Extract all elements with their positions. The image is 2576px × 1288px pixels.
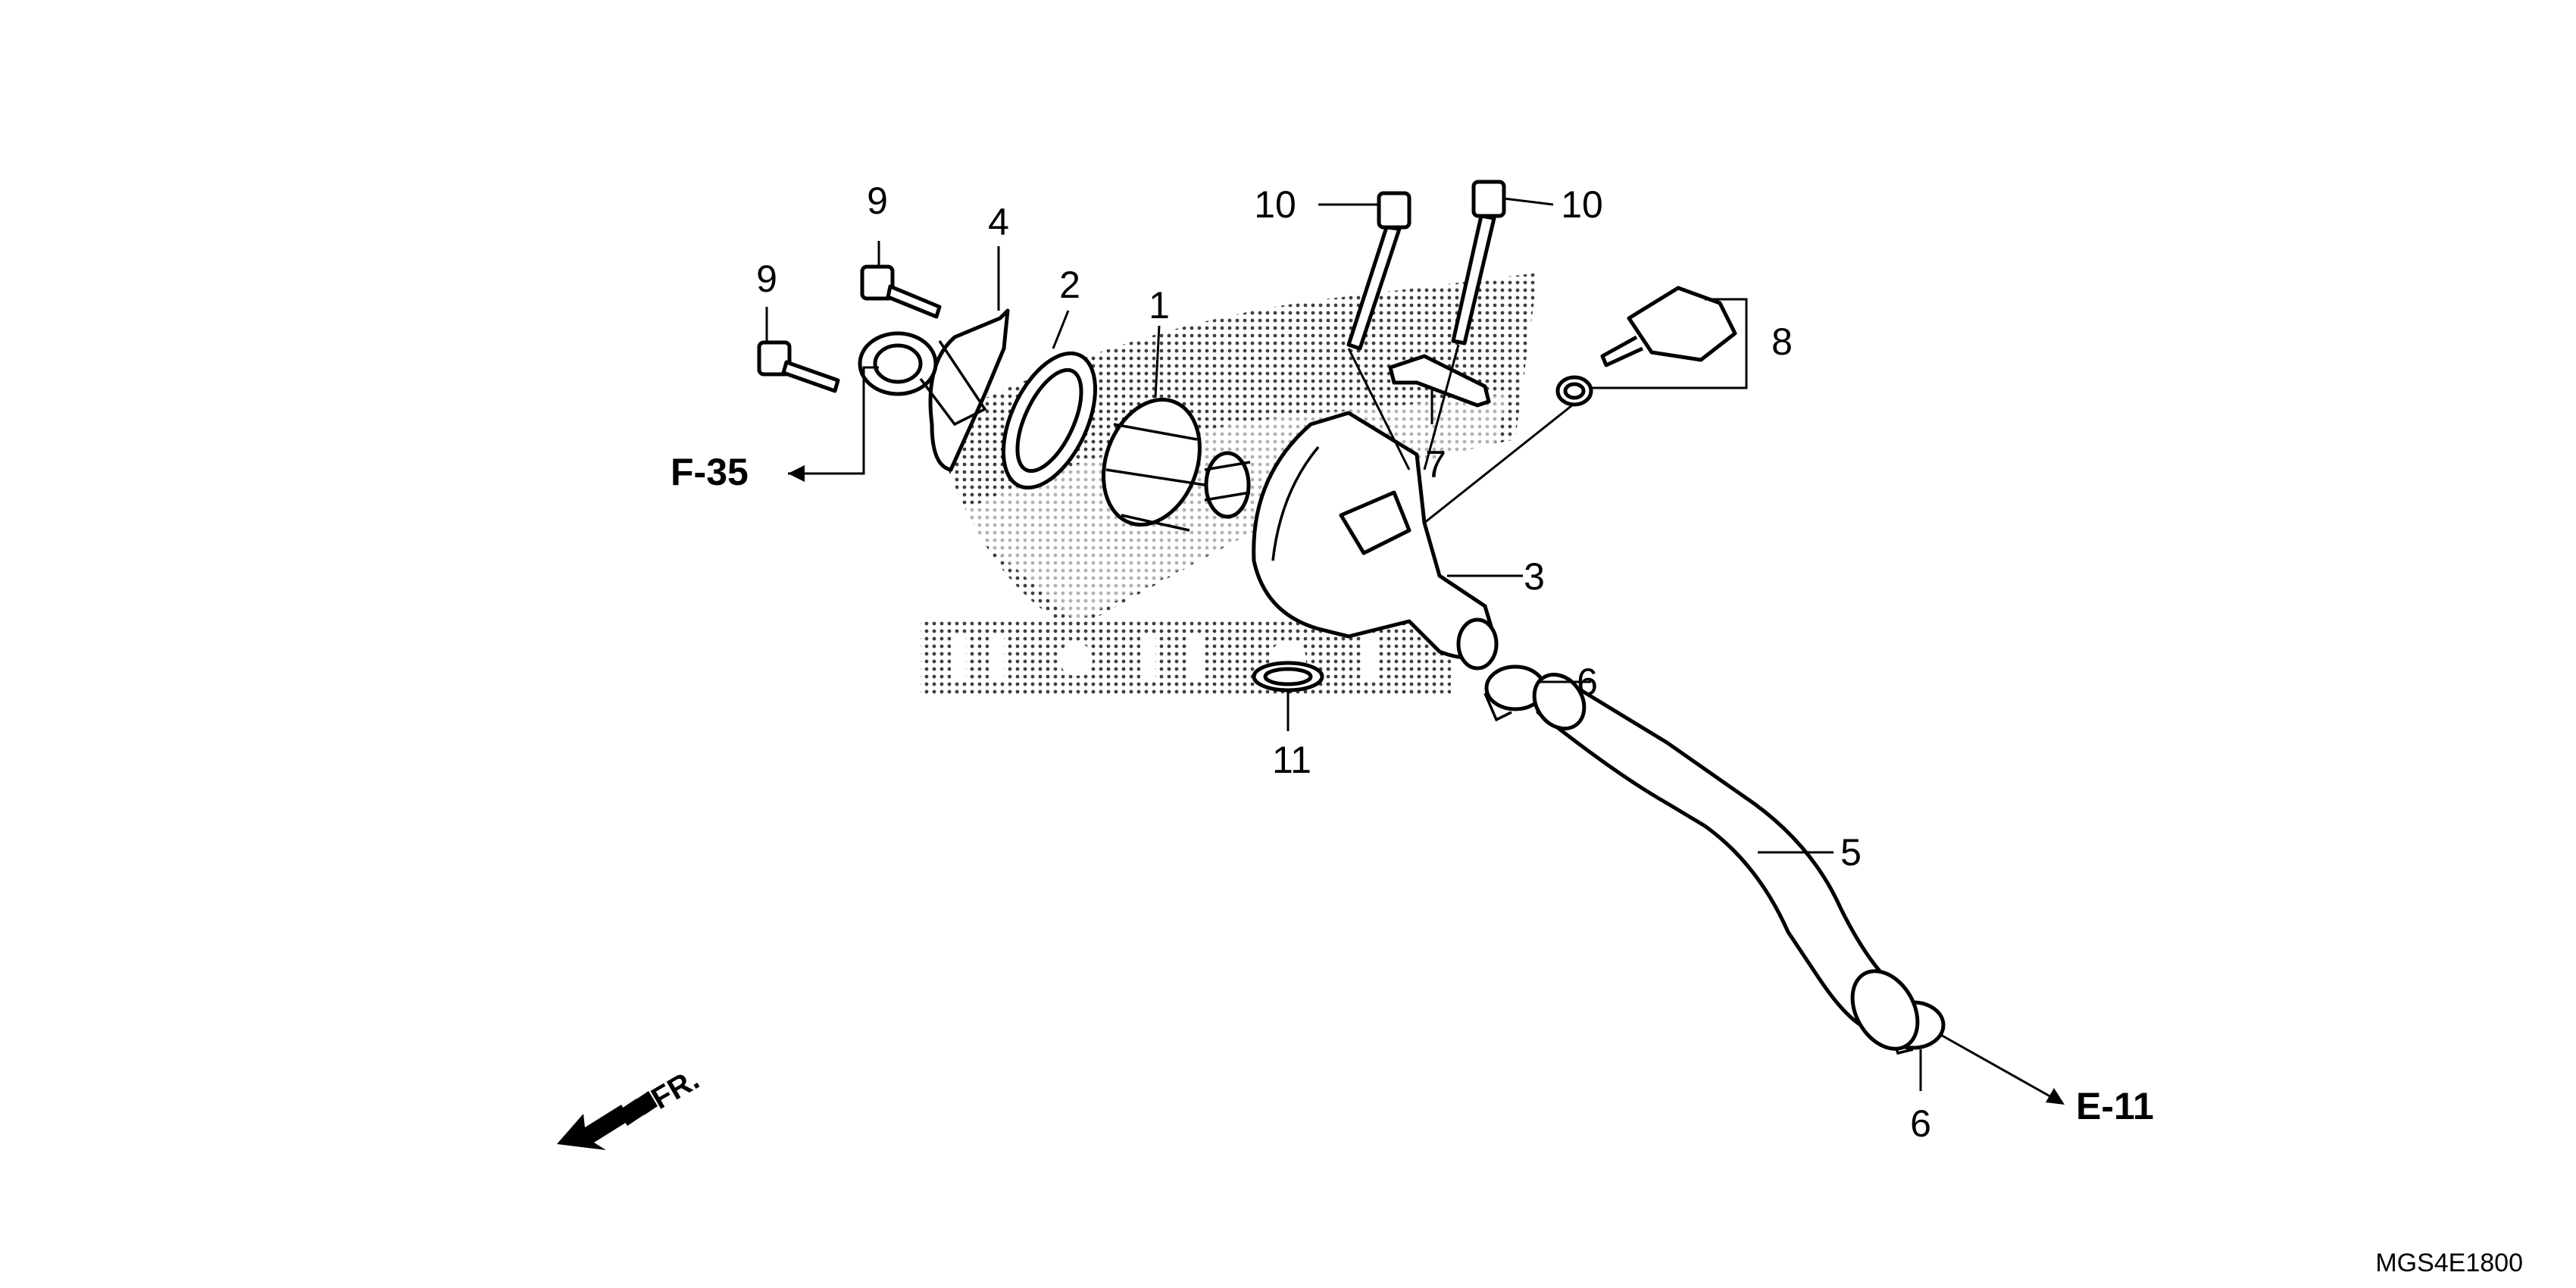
leader-lines bbox=[765, 197, 2065, 1105]
callout-10-left: 10 bbox=[1254, 183, 1296, 226]
callout-11: 11 bbox=[1272, 739, 1311, 781]
callout-5: 5 bbox=[1840, 831, 1862, 874]
bolt-10-right bbox=[1451, 180, 1506, 345]
water-hose-part-5 bbox=[1532, 672, 1920, 1051]
hose-clamp-6-upper bbox=[1483, 664, 1546, 722]
thermostat-housing-part-3 bbox=[1252, 411, 1499, 671]
gasket-part-2 bbox=[1001, 351, 1098, 490]
reference-e11: E-11 bbox=[2076, 1085, 2154, 1127]
bolt-10-left bbox=[1346, 191, 1411, 351]
outlet-cover-part-4 bbox=[858, 308, 1010, 472]
callout-10-right: 10 bbox=[1561, 183, 1603, 226]
callout-6-lower: 6 bbox=[1910, 1102, 1931, 1145]
callout-9-lower: 9 bbox=[756, 258, 777, 300]
o-ring-part-11 bbox=[1252, 661, 1324, 692]
callout-2: 2 bbox=[1059, 264, 1080, 306]
callout-7: 7 bbox=[1425, 443, 1446, 486]
temperature-sensor-part-8 bbox=[1600, 286, 1737, 367]
bolt-9-lower bbox=[757, 340, 840, 393]
thermostat-part-1 bbox=[1102, 398, 1251, 532]
front-direction-arrow-icon bbox=[557, 1091, 658, 1150]
callout-9-upper: 9 bbox=[867, 180, 888, 222]
callout-3: 3 bbox=[1524, 555, 1545, 598]
stay-part-7 bbox=[1388, 354, 1491, 408]
diagram-code: MGS4E1800 bbox=[2375, 1249, 2523, 1277]
bolt-9-upper bbox=[860, 264, 942, 319]
callout-6-upper: 6 bbox=[1577, 661, 1598, 703]
o-ring-part-8 bbox=[1555, 375, 1593, 407]
callout-4: 4 bbox=[988, 201, 1009, 243]
callout-8: 8 bbox=[1771, 320, 1793, 363]
callout-1: 1 bbox=[1149, 284, 1170, 327]
reference-f35: F-35 bbox=[671, 451, 749, 493]
